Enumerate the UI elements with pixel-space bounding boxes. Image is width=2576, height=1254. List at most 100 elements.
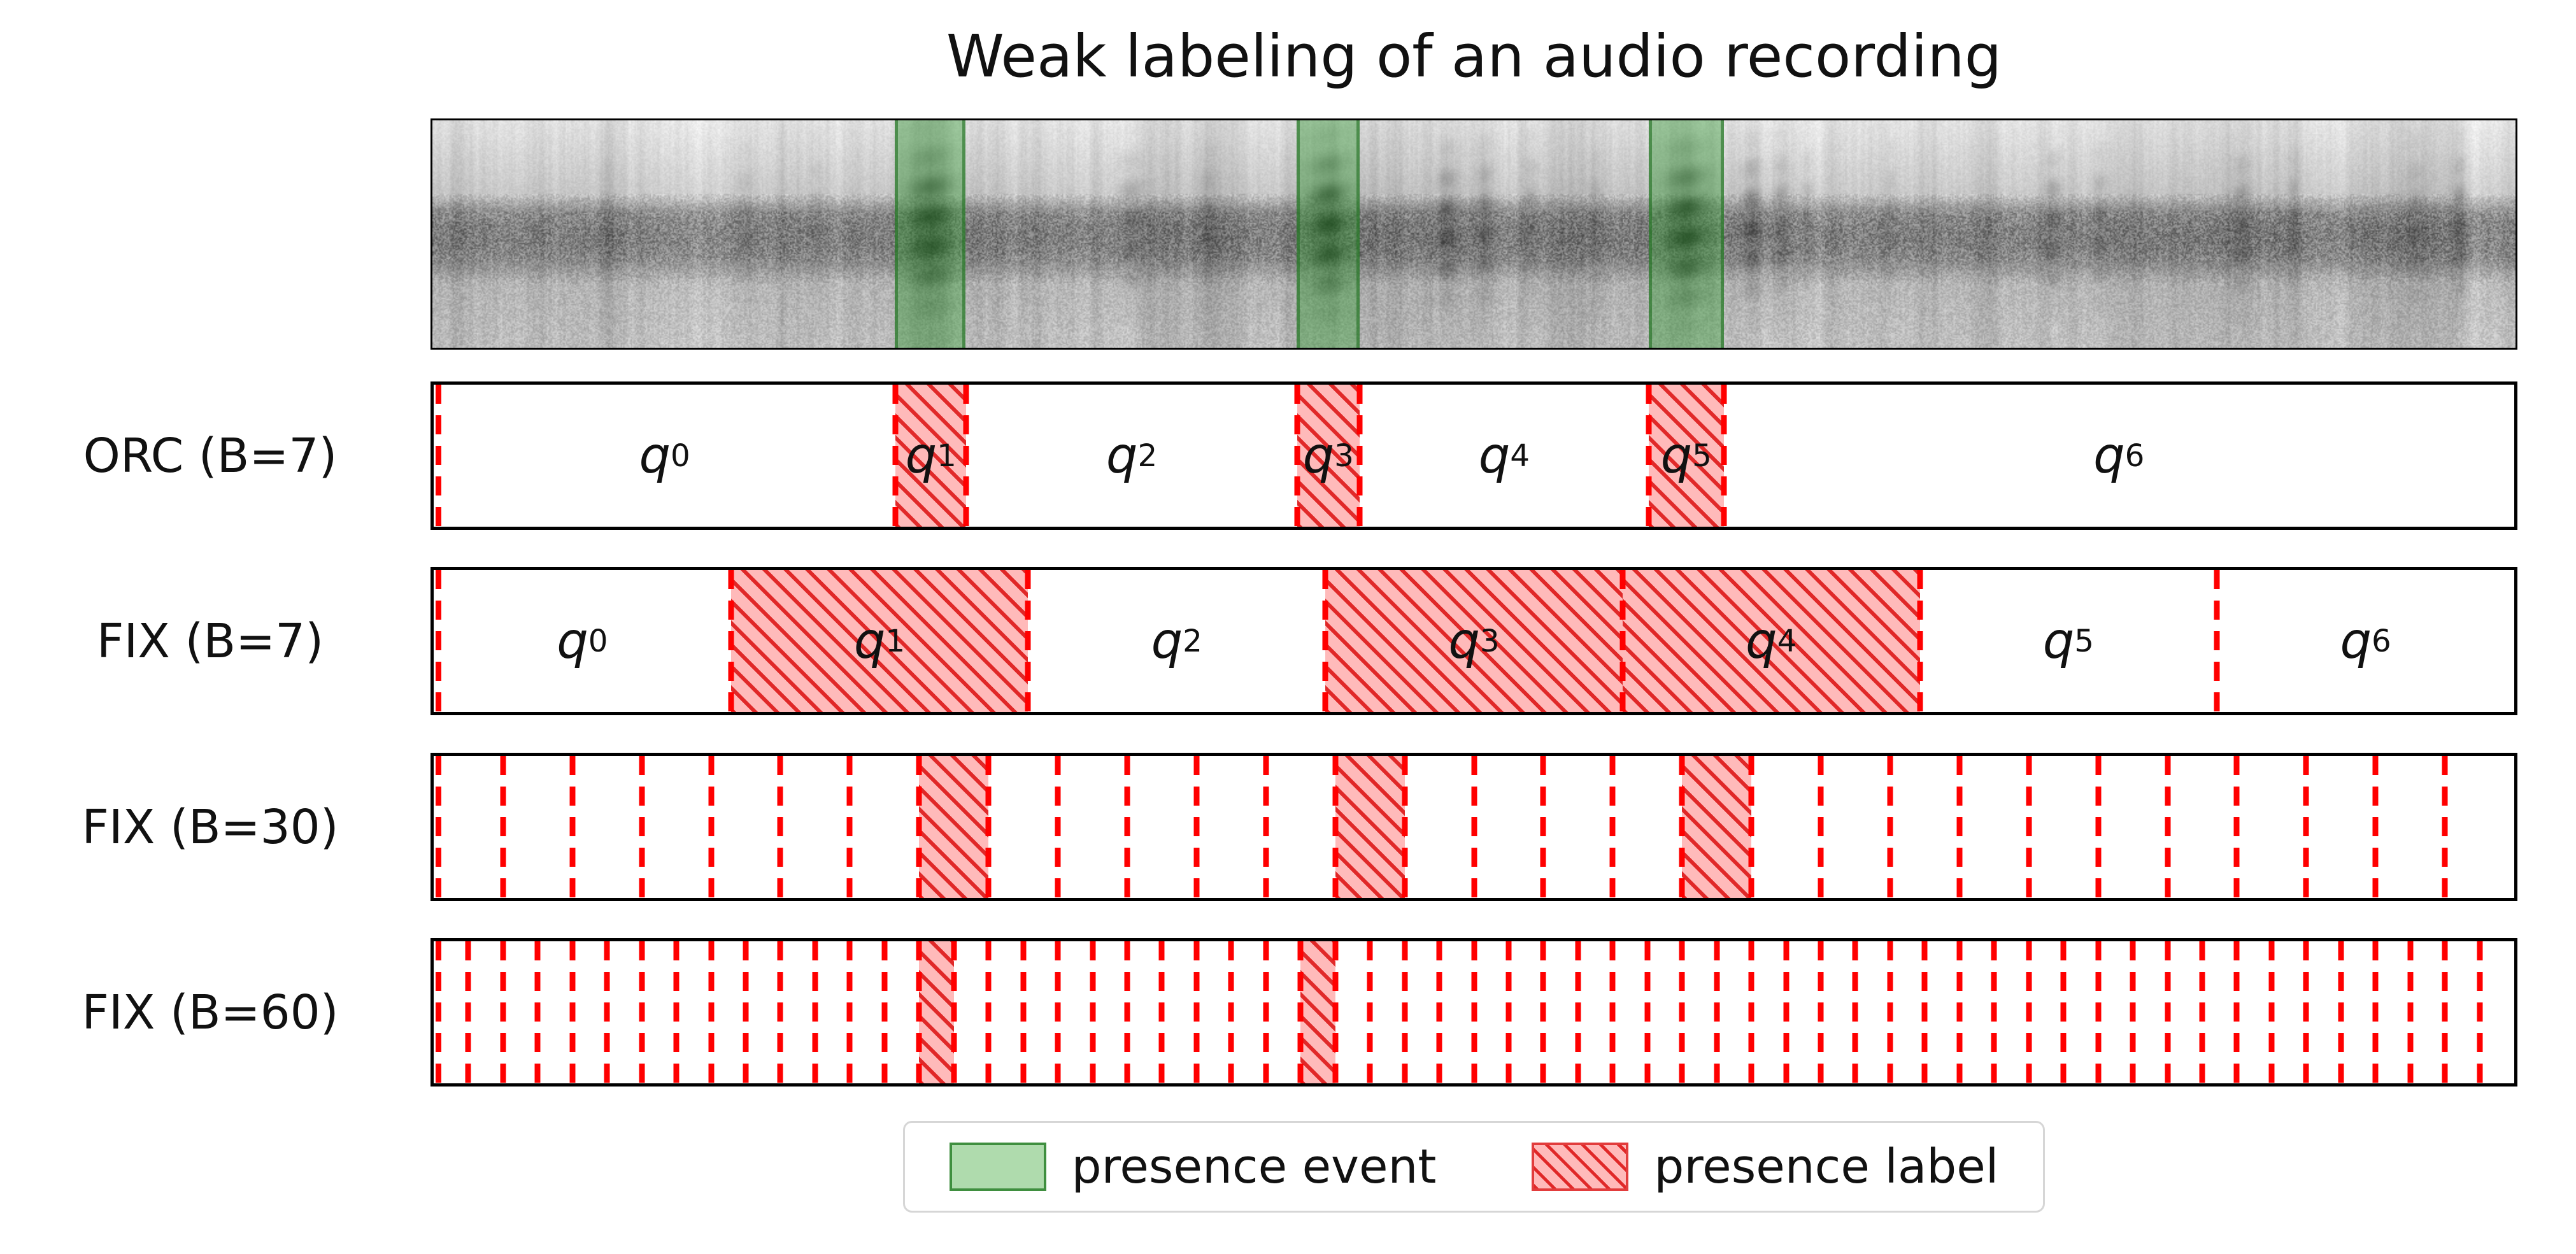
segment-boundary-line: [1055, 941, 1061, 1083]
segment-boundary-line: [1055, 756, 1061, 898]
segment-boundary-line: [2214, 570, 2220, 712]
segment-boundary-line: [1887, 941, 1893, 1083]
segment-boundary-line: [985, 756, 992, 898]
segment-boundary-line: [1956, 756, 1963, 898]
segment-boundary-line: [1748, 941, 1754, 1083]
legend-label: presence event: [1071, 1139, 1437, 1194]
spectrogram-image: [432, 120, 2516, 348]
segment-boundary-line: [1505, 941, 1512, 1083]
segment-boundary-line: [2165, 941, 2170, 1083]
presence-event-band: [895, 120, 966, 348]
presence-label-segment: [919, 941, 954, 1083]
segment-boundary-line: [639, 756, 645, 898]
segment-boundary-line: [2233, 941, 2240, 1083]
segment-boundary-line: [1619, 570, 1626, 712]
segment-boundary-line: [569, 756, 576, 898]
presence-label-segment: [1325, 570, 1623, 712]
segment-boundary-line: [777, 756, 783, 898]
segment-boundary-line: [1575, 941, 1581, 1083]
row-track: [431, 753, 2517, 901]
segment-boundary-line: [1679, 941, 1685, 1083]
segment-boundary-line: [1090, 941, 1096, 1083]
segment-boundary-line: [1228, 941, 1234, 1083]
segment-boundary-line: [2407, 941, 2414, 1083]
segment-boundary-line: [2026, 756, 2032, 898]
segment-boundary-line: [892, 385, 899, 527]
segment-boundary-line: [777, 941, 783, 1083]
segment-boundary-line: [1436, 941, 1442, 1083]
segment-boundary-line: [2477, 941, 2483, 1083]
segment-boundary-line: [604, 941, 610, 1083]
segment-boundary-line: [728, 570, 734, 712]
segment-boundary-line: [1356, 385, 1363, 527]
segment-boundary-line: [465, 941, 471, 1083]
presence-label-segment: [730, 570, 1028, 712]
presence-event-band: [1649, 120, 1724, 348]
row-fix-b-30: FIX (B=30): [82, 753, 2517, 901]
segment-boundary-line: [2338, 941, 2344, 1083]
segment-boundary-line: [1540, 756, 1546, 898]
legend-box: presence event presence label: [902, 1121, 2046, 1213]
segment-boundary-line: [1332, 941, 1339, 1083]
presence-label-segment: [1335, 756, 1405, 898]
segment-boundary-line: [1402, 941, 1408, 1083]
segment-boundary-line: [1818, 756, 1824, 898]
segment-boundary-line: [1818, 941, 1824, 1083]
segment-boundary-line: [1025, 570, 1031, 712]
segment-boundary-line: [500, 756, 506, 898]
segment-boundary-line: [1402, 756, 1408, 898]
segment-boundary-line: [1783, 941, 1790, 1083]
row-label: FIX (B=7): [96, 613, 324, 669]
segment-boundary-line: [1609, 941, 1616, 1083]
segment-boundary-line: [1332, 756, 1339, 898]
legend-item-label: presence label: [1532, 1139, 1998, 1194]
segment-boundary-line: [985, 941, 992, 1083]
segment-boundary-line: [1644, 941, 1651, 1083]
presence-event-swatch: [949, 1143, 1046, 1191]
segment-boundary-line: [1263, 941, 1269, 1083]
presence-label-segment: [1300, 941, 1335, 1083]
segment-boundary-line: [2199, 941, 2205, 1083]
segment-boundary-line: [1887, 756, 1893, 898]
segment-boundary-line: [708, 756, 715, 898]
segment-boundary-line: [2268, 941, 2275, 1083]
segment-boundary-line: [1020, 941, 1027, 1083]
segment-boundary-line: [1721, 385, 1727, 527]
segment-boundary-line: [436, 756, 441, 898]
segment-boundary-line: [812, 941, 818, 1083]
segment-boundary-line: [1471, 756, 1477, 898]
segment-boundary-line: [1124, 941, 1130, 1083]
segment-boundary-line: [2372, 756, 2379, 898]
segment-boundary-line: [1921, 941, 1928, 1083]
segment-boundary-line: [1367, 941, 1373, 1083]
presence-label-segment: [1622, 570, 1920, 712]
segment-boundary-line: [2130, 941, 2136, 1083]
segment-boundary-line: [1294, 385, 1300, 527]
row-track: [431, 938, 2517, 1087]
legend-item-event: presence event: [949, 1139, 1437, 1194]
segment-boundary-line: [951, 941, 957, 1083]
segment-boundary-line: [2095, 756, 2102, 898]
spectrogram: [431, 118, 2517, 350]
presence-label-segment: [1648, 385, 1724, 527]
segment-boundary-line: [1322, 570, 1328, 712]
segment-boundary-line: [1297, 941, 1304, 1083]
segment-boundary-line: [1471, 941, 1477, 1083]
segment-boundary-line: [1263, 756, 1269, 898]
segment-boundary-line: [2442, 941, 2448, 1083]
